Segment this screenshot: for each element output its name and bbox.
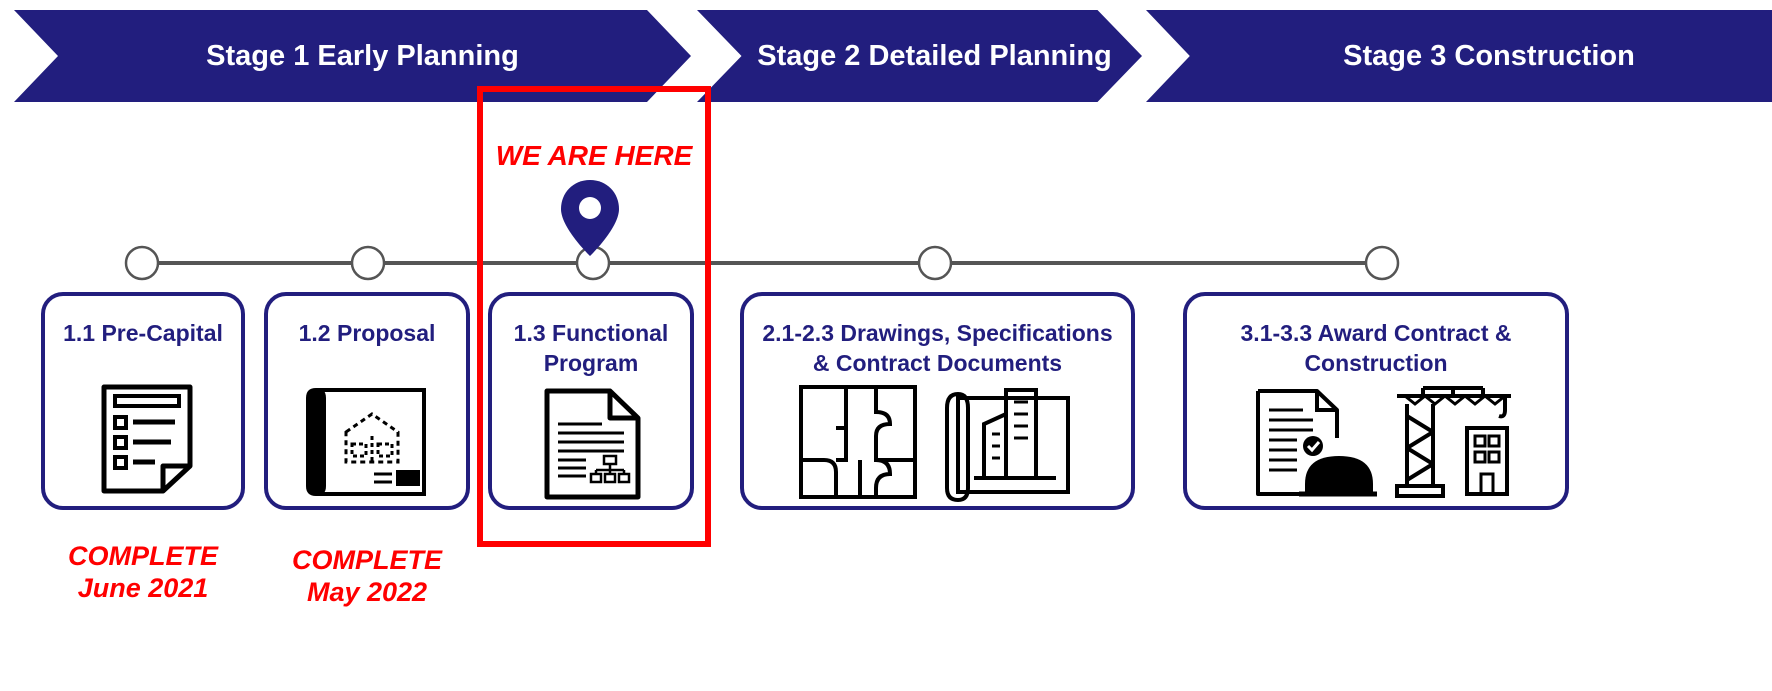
step-1-2-status: COMPLETE May 2022	[291, 545, 442, 607]
step-1-1-title: 1.1 Pre-Capital	[63, 320, 223, 346]
program-document-icon	[544, 388, 641, 500]
step-3-title: 3.1-3.3 Award Contract & Construction	[1240, 320, 1512, 376]
current-stage-highlight	[477, 86, 711, 547]
stage-2-label: Stage 2 Detailed Planning	[757, 39, 1112, 72]
step-1-3-title: 1.3 Functional Program	[513, 320, 669, 376]
step-card-1-1: 1.1 Pre-Capital	[41, 292, 245, 510]
stage-2-banner: Stage 2 Detailed Planning	[697, 10, 1142, 102]
step-card-1-3: 1.3 Functional Program	[488, 292, 694, 510]
blueprint-roll-icon	[306, 388, 426, 496]
timeline	[124, 245, 1400, 281]
timeline-node-1-2	[350, 245, 386, 281]
step-card-2: 2.1-2.3 Drawings, Specifications & Contr…	[740, 292, 1135, 510]
construction-crane-icon	[1395, 386, 1511, 498]
stage-3-banner: Stage 3 Construction	[1146, 10, 1772, 102]
location-pin-icon	[561, 180, 619, 256]
stage-1-banner: Stage 1 Early Planning	[14, 10, 691, 102]
timeline-node-3	[1364, 245, 1400, 281]
floor-plan-icon	[799, 385, 917, 499]
step-1-2-title: 1.2 Proposal	[298, 320, 436, 346]
timeline-node-1-1	[124, 245, 160, 281]
we-are-here-label: WE ARE HERE	[495, 140, 693, 171]
checklist-document-icon	[101, 384, 193, 494]
step-card-1-2: 1.2 Proposal	[264, 292, 470, 510]
timeline-node-2	[917, 245, 953, 281]
step-card-3: 3.1-3.3 Award Contract & Construction	[1183, 292, 1569, 510]
step-1-1-status: COMPLETE June 2021	[67, 541, 218, 603]
stage-3-label: Stage 3 Construction	[1343, 39, 1635, 72]
contract-document-icon	[1256, 389, 1377, 497]
building-blueprint-icon	[945, 388, 1070, 502]
stage-1-label: Stage 1 Early Planning	[206, 39, 519, 72]
step-2-title: 2.1-2.3 Drawings, Specifications & Contr…	[762, 320, 1113, 376]
